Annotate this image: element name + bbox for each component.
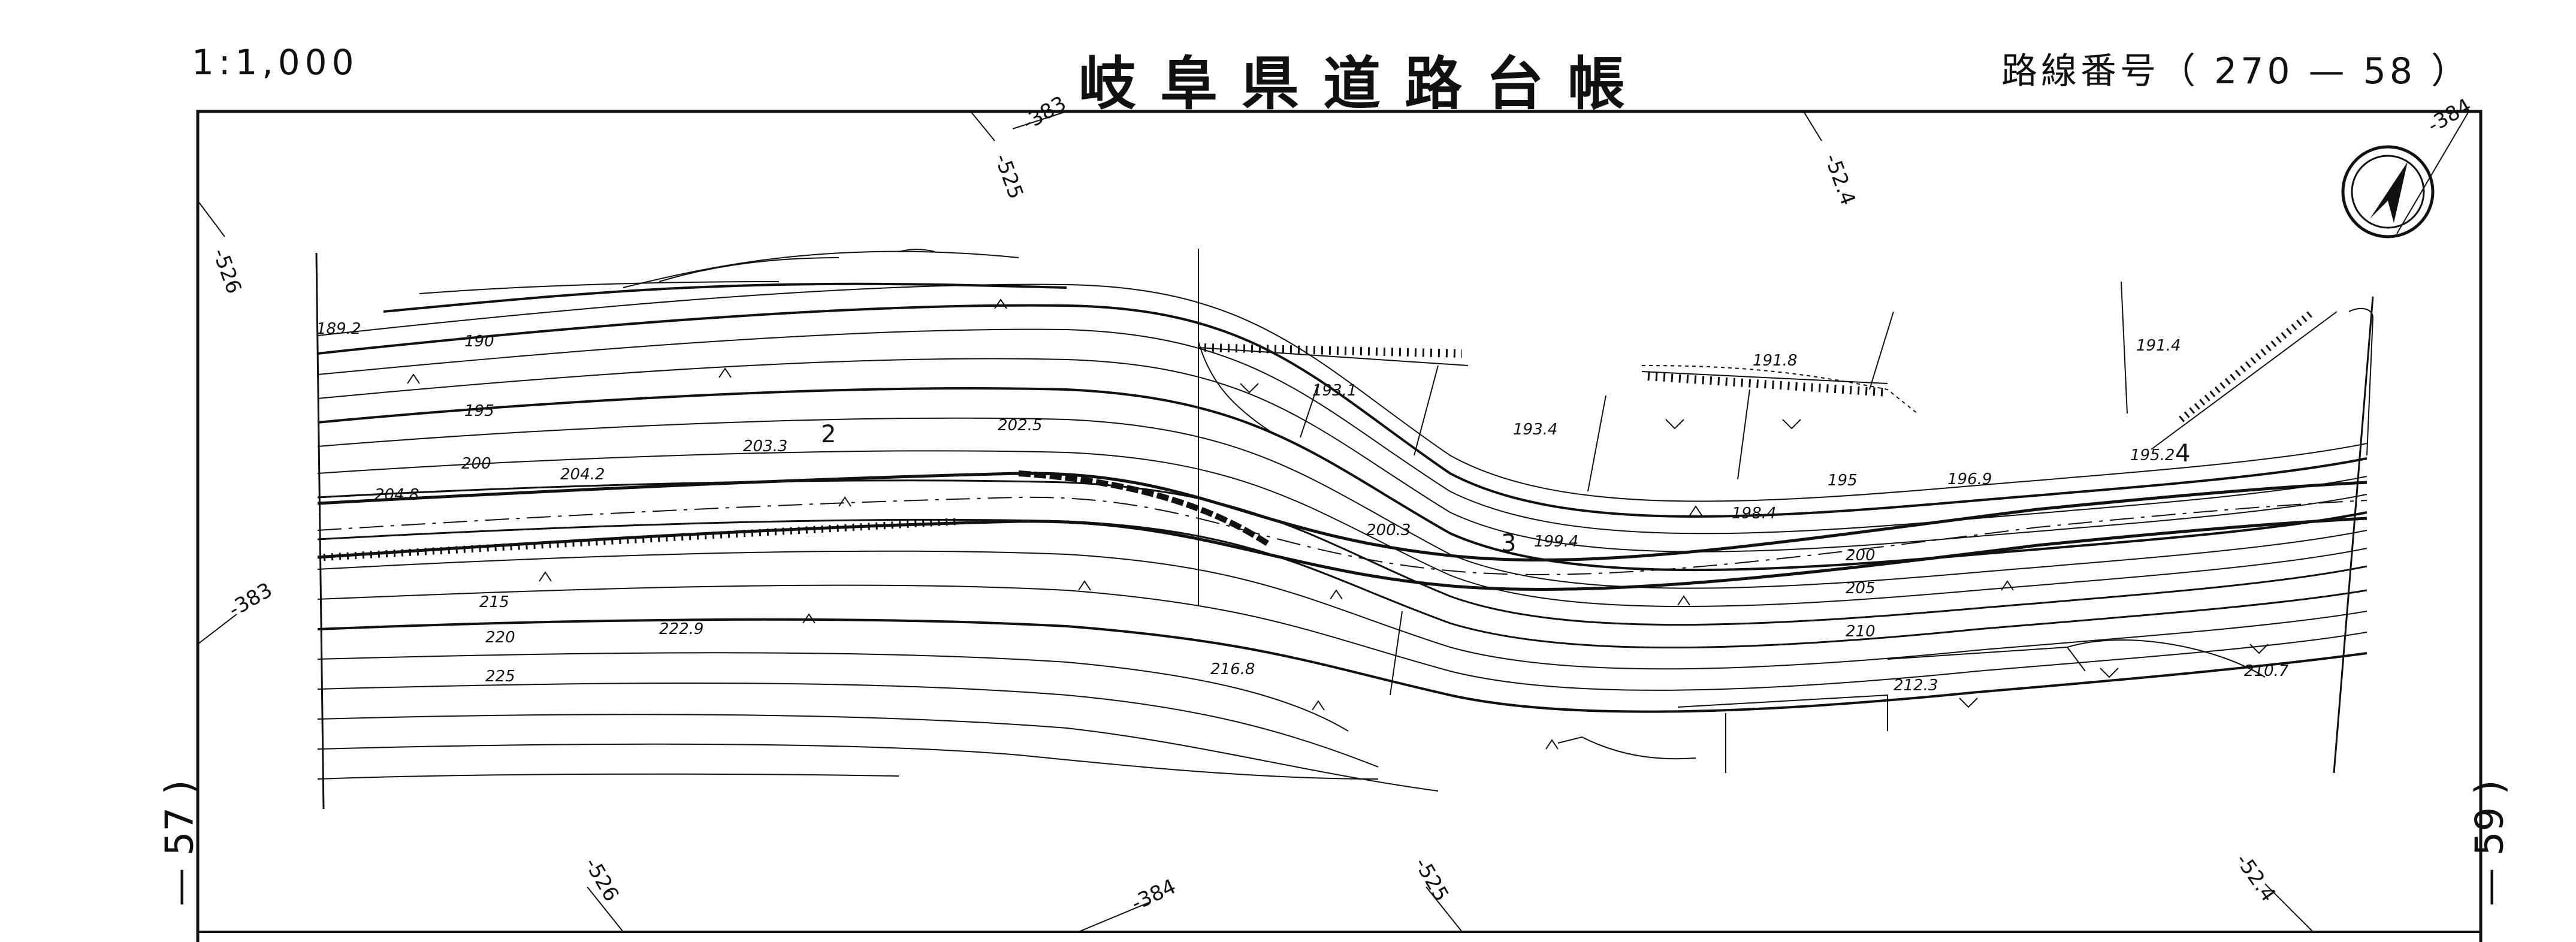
grid-label: -52.4 [1820, 150, 1861, 208]
map-title: 岐阜県道路台帳 [1079, 50, 1649, 117]
elevation-label: 205 [1846, 579, 1876, 597]
elevation-label: 210 [1846, 623, 1876, 641]
grid-label: -384 [2424, 94, 2476, 138]
elevation-label: 210.7 [2244, 662, 2289, 680]
station-marker: 4 [2175, 440, 2190, 467]
elevation-label: 216.8 [1210, 660, 1255, 678]
grid-label: -525 [990, 150, 1028, 202]
north-arrow-icon [2341, 145, 2435, 238]
elevation-label: 215 [479, 593, 509, 611]
elevation-label: 212.3 [1894, 677, 1938, 695]
grid-label: -52.4 [2231, 849, 2281, 906]
parcel-lines [1198, 249, 2374, 773]
elevation-label: 195.2 [2130, 446, 2175, 464]
station-marker: 3 [1501, 530, 1516, 557]
grid-label: -383 [225, 578, 277, 622]
elevation-label: 196.9 [1947, 470, 1992, 488]
elevation-label: 222.9 [659, 620, 703, 638]
elevation-label: 193.1 [1312, 382, 1357, 400]
route-number: 路線番号（ 270 — 58 ） [2001, 50, 2471, 92]
elevation-label: 200 [461, 455, 491, 473]
elevation-label: 204.8 [375, 486, 419, 504]
elevation-label: 225 [485, 668, 515, 686]
elevation-label: 204.2 [560, 466, 605, 484]
embankment-hatching [323, 309, 2315, 561]
map-boundary [315, 252, 2374, 810]
elevation-label: 202.5 [998, 416, 1042, 434]
elevation-label: 193.4 [1513, 421, 1557, 439]
grid-label: -525 [1409, 854, 1453, 906]
elevation-label: 200 [1846, 547, 1876, 564]
map-scale: 1:1,000 [192, 42, 359, 83]
grid-ticks [197, 111, 2469, 932]
elevation-label: 199.4 [1534, 533, 1578, 551]
road-edges [317, 472, 2367, 591]
grid-label: -526 [208, 245, 246, 297]
elevation-label: 220 [485, 629, 515, 647]
grid-label: -384 [1128, 874, 1180, 916]
elevation-label: 191.8 [1753, 352, 1797, 370]
elevation-label: 203.3 [743, 437, 787, 455]
elevation-label: 189.2 [316, 320, 361, 338]
elevation-label: 191.4 [2136, 337, 2181, 355]
grid-label: -526 [579, 854, 623, 906]
grid-label: -383 [1019, 92, 1071, 135]
contour-lines [317, 249, 2367, 792]
elevation-label: 200.3 [1366, 521, 1411, 539]
map-frame [196, 110, 2483, 942]
elevation-label: 190 [464, 333, 494, 351]
elevation-label: 195 [464, 402, 494, 420]
elevation-label: 195 [1828, 472, 1858, 490]
vegetation-symbols [407, 298, 2269, 750]
elevation-label: 198.4 [1732, 505, 1776, 523]
station-marker: 2 [821, 421, 836, 448]
